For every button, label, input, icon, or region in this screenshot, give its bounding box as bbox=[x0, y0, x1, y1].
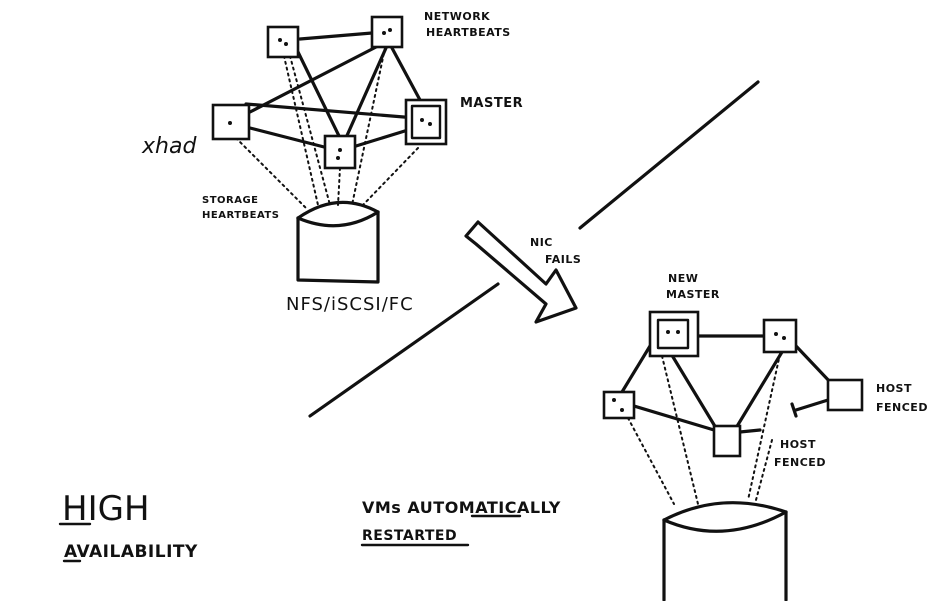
storage-heartbeat-line bbox=[337, 167, 341, 206]
network-link bbox=[734, 350, 784, 430]
host-fenced-label: HOST bbox=[876, 382, 912, 395]
network-link bbox=[632, 404, 716, 432]
network-link bbox=[668, 350, 718, 430]
host-node bbox=[370, 15, 404, 49]
storage-heartbeat-line bbox=[351, 47, 386, 206]
shared-storage-icon bbox=[296, 200, 380, 284]
fenced-host-node bbox=[712, 424, 742, 458]
fenced-host-node bbox=[826, 378, 864, 412]
network-link bbox=[794, 344, 834, 386]
captions: HIGH AVAILABILITY VMs AUTOMATICALLY REST… bbox=[58, 489, 561, 563]
network-link bbox=[248, 126, 330, 150]
network-link bbox=[244, 102, 418, 120]
xhad-label: xhad bbox=[141, 134, 197, 159]
network-link bbox=[298, 31, 374, 41]
storage-heartbeat-line bbox=[283, 55, 319, 206]
divider-line bbox=[578, 80, 760, 230]
network-heartbeats-label: HEARTBEATS bbox=[426, 26, 511, 39]
caption-vms-automatically: VMs AUTOMATICALLY bbox=[362, 498, 561, 517]
storage-heartbeat-line bbox=[235, 137, 309, 211]
new-master-label: NEW bbox=[668, 272, 698, 285]
caption-availability: AVAILABILITY bbox=[64, 542, 198, 562]
caption-restarted: RESTARTED bbox=[362, 528, 457, 544]
storage-heartbeat-line bbox=[627, 417, 675, 505]
host-node bbox=[323, 134, 357, 170]
fenced-link bbox=[790, 398, 830, 418]
shared-storage-icon bbox=[662, 501, 788, 601]
network-link bbox=[738, 428, 762, 434]
master-label: MASTER bbox=[460, 96, 523, 111]
network-link bbox=[296, 50, 342, 140]
network-heartbeats-label: NETWORK bbox=[424, 10, 490, 23]
nic-fails-label: NIC bbox=[530, 236, 553, 249]
caption-high-text: HIGH bbox=[62, 489, 150, 529]
host-node bbox=[762, 318, 798, 354]
storage-heartbeat-line bbox=[747, 353, 781, 501]
storage-heartbeat-line bbox=[661, 355, 699, 505]
nic-fails-label: FAILS bbox=[545, 253, 581, 266]
storage-heartbeat-line bbox=[361, 147, 419, 207]
host-fenced-label: FENCED bbox=[774, 456, 826, 469]
transition: NIC FAILS bbox=[308, 80, 760, 418]
storage-heartbeats-label: HEARTBEATS bbox=[202, 210, 279, 221]
storage-heartbeat-line bbox=[755, 439, 773, 501]
caption-high: HIGH bbox=[62, 489, 150, 529]
host-node bbox=[211, 103, 251, 141]
network-link bbox=[390, 46, 422, 102]
host-node bbox=[602, 390, 636, 420]
network-link bbox=[620, 344, 652, 394]
network-link bbox=[343, 46, 388, 142]
storage-heartbeat-line bbox=[289, 55, 331, 206]
right-cluster: NEW MASTER HOST FENCED HOST FENCED bbox=[602, 272, 928, 601]
host-fenced-label: HOST bbox=[780, 438, 816, 451]
storage-protocol-label: NFS/iSCSI/FC bbox=[286, 294, 414, 315]
host-fenced-label: FENCED bbox=[876, 401, 928, 414]
master-node bbox=[404, 98, 448, 146]
host-node bbox=[266, 25, 300, 59]
left-cluster: NETWORK HEARTBEATS MASTER xhad STORAGE H… bbox=[141, 10, 523, 315]
divider-line bbox=[308, 282, 500, 418]
new-master-node bbox=[648, 310, 700, 358]
storage-heartbeats-label: STORAGE bbox=[202, 195, 259, 206]
arrow-icon bbox=[464, 220, 578, 324]
network-link bbox=[354, 128, 410, 148]
new-master-label: MASTER bbox=[666, 288, 720, 301]
network-link bbox=[248, 44, 380, 114]
